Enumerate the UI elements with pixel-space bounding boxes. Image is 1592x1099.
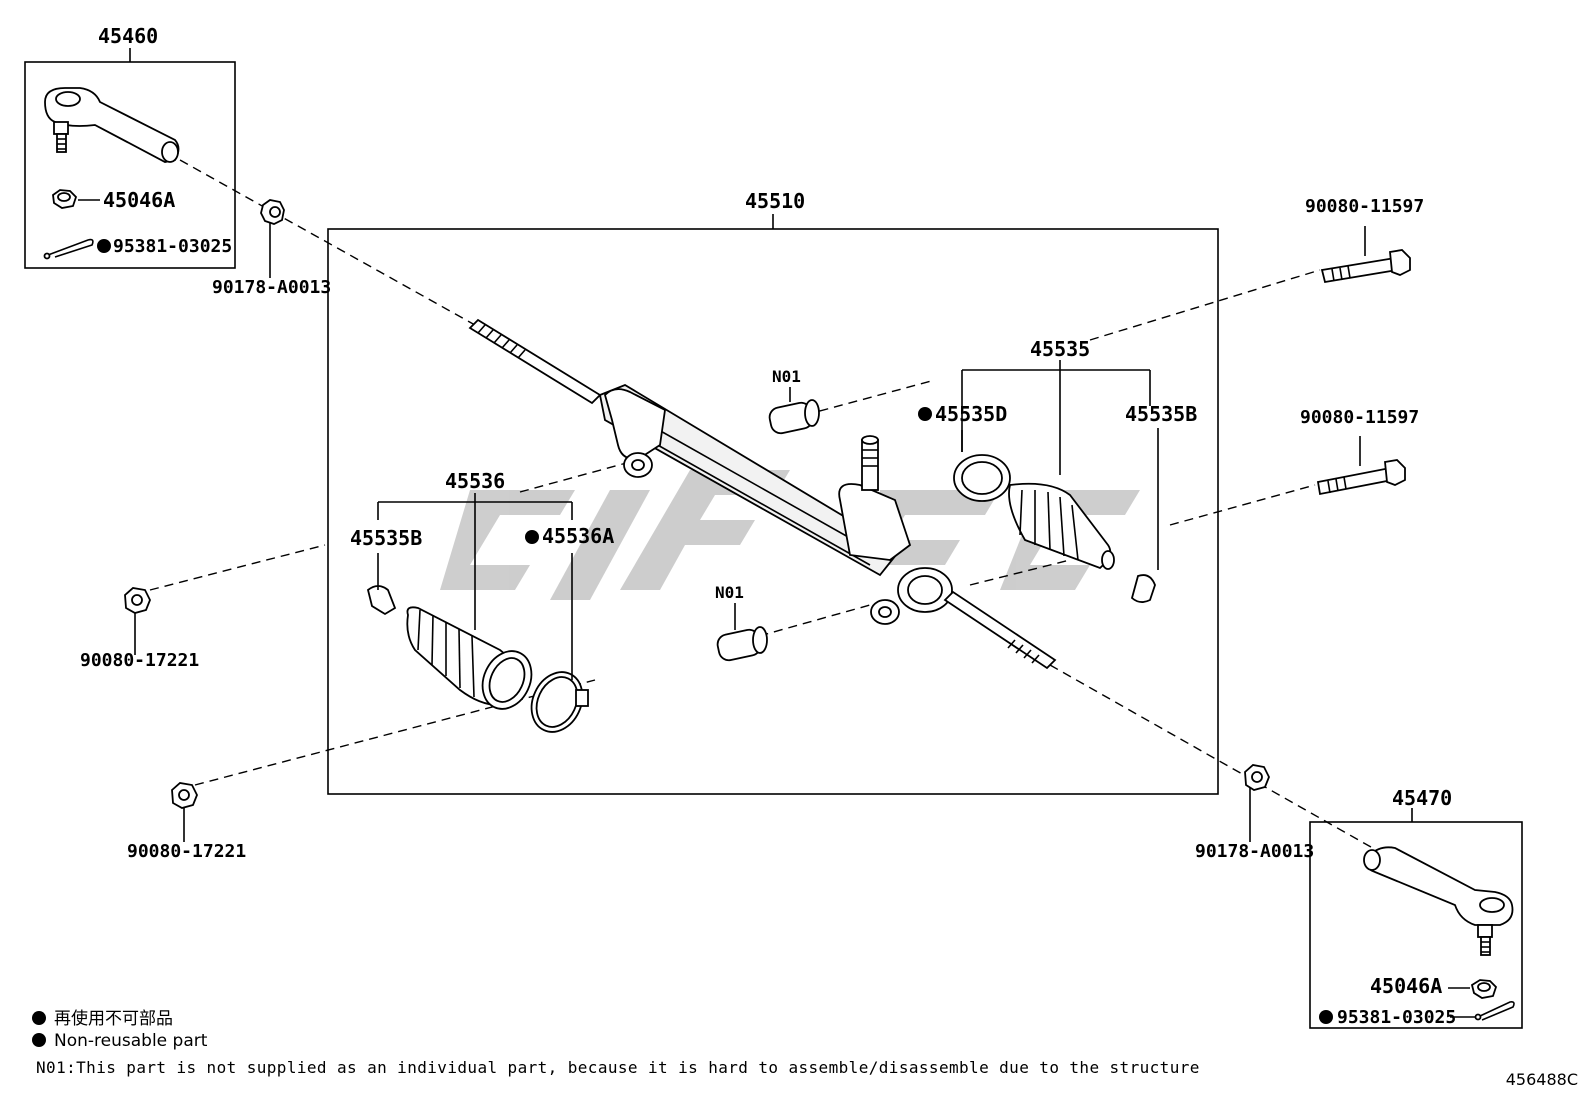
nut-90080-17221-a <box>124 587 151 614</box>
non-reusable-dot-top <box>97 239 111 253</box>
bushing-n01-top <box>768 399 820 435</box>
bolt-90080-11597-a <box>1320 249 1411 284</box>
label-45535B-right: 45535B <box>1125 402 1197 426</box>
nut-45046A-bottom <box>1470 979 1498 999</box>
dash-line-n01-top <box>804 379 936 416</box>
label-45046A-bottom: 45046A <box>1370 974 1442 998</box>
label-90178-bottom: 90178-A0013 <box>1195 841 1314 862</box>
dash-line-left-nut-a <box>149 544 326 591</box>
legend-non-reusable-en: Non-reusable part <box>32 1031 207 1051</box>
dash-line-bolt-a <box>1089 269 1321 341</box>
boot-45535 <box>953 454 1115 570</box>
bolt-90080-11597-b <box>1316 459 1406 496</box>
label-45535D: 45535D <box>935 402 1007 426</box>
label-90080-17221-a: 90080-17221 <box>80 650 199 671</box>
label-95381-top: 95381-03025 <box>113 236 232 257</box>
label-45536: 45536 <box>445 469 505 493</box>
legend-dot-icon <box>32 1033 46 1047</box>
label-45535: 45535 <box>1030 337 1090 361</box>
nut-90178-bottom <box>1244 764 1270 791</box>
frame-45470 <box>1309 821 1523 1029</box>
boot-45536 <box>406 606 533 710</box>
label-90080-11597-a: 90080-11597 <box>1305 196 1424 217</box>
clip-45535B-left <box>366 585 397 616</box>
clip-45535B-right <box>1130 574 1156 603</box>
tie-rod-end-45470 <box>1363 846 1514 956</box>
label-90178-top: 90178-A0013 <box>212 277 331 298</box>
legend-dot-icon <box>32 1011 46 1025</box>
non-reusable-dot-45535D <box>918 407 932 421</box>
label-45046A-top: 45046A <box>103 188 175 212</box>
nut-45046A-top <box>52 189 78 209</box>
n01-footnote: N01:This part is not supplied as an indi… <box>36 1058 1200 1077</box>
label-45535B-left: 45535B <box>350 526 422 550</box>
cotter-pin-top <box>43 238 94 260</box>
bushing-n01-bottom <box>716 626 768 662</box>
label-95381-bottom: 95381-03025 <box>1337 1007 1456 1028</box>
cotter-pin-bottom <box>1450 1001 1515 1021</box>
dash-line-top-tierod <box>179 159 476 326</box>
clamp-45536A <box>530 671 589 733</box>
dash-line-left-mid <box>519 461 631 493</box>
dash-line-left-nut-b <box>194 679 596 786</box>
label-n01-top: N01 <box>772 367 801 386</box>
non-reusable-dot-bottom <box>1319 1010 1333 1024</box>
label-45510: 45510 <box>745 189 805 213</box>
label-n01-bottom: N01 <box>715 583 744 602</box>
label-45460: 45460 <box>98 24 158 48</box>
label-90080-11597-b: 90080-11597 <box>1300 407 1419 428</box>
label-90080-17221-b: 90080-17221 <box>127 841 246 862</box>
dash-line-bottom-tierod <box>1049 664 1386 856</box>
nut-90080-17221-b <box>171 782 198 809</box>
dash-line-bolt-b <box>1169 484 1316 526</box>
dash-line-right-boot <box>969 559 1071 586</box>
nut-90178-top <box>260 199 285 225</box>
steering-rack-assembly <box>468 318 1057 670</box>
legend-non-reusable-jp: 再使用不可部品 <box>32 1004 173 1029</box>
diagram-code: 456488C <box>1505 1070 1578 1089</box>
non-reusable-dot-45536A <box>525 530 539 544</box>
tie-rod-end-45460 <box>44 87 180 163</box>
label-45470: 45470 <box>1392 786 1452 810</box>
label-45536A: 45536A <box>542 524 614 548</box>
